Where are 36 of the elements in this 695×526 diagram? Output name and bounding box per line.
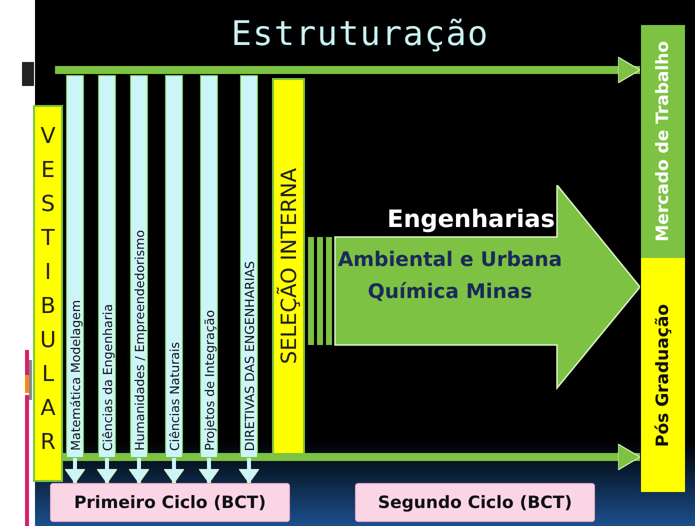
label-text: Humanidades / Empreendedorismo — [132, 230, 146, 451]
label-text: Ciências Naturais — [166, 342, 182, 451]
label-text: Mercado de Trabalho — [653, 41, 673, 242]
label-text: VESTIBULAR — [36, 124, 60, 464]
arrow — [63, 444, 640, 470]
label-text: Pós Graduação — [653, 304, 673, 446]
arrow — [164, 458, 184, 484]
label-text: Ciências da Engenharia — [100, 304, 114, 451]
cycle-box — [355, 483, 595, 522]
subject-column — [240, 75, 258, 458]
subject-column — [165, 75, 183, 458]
label-text: Projetos de Integração — [202, 310, 216, 451]
subject-column — [66, 75, 84, 458]
selection-bar — [272, 78, 305, 455]
label-text: Matemática Modelagem — [68, 300, 82, 451]
title: Estruturação — [230, 14, 490, 54]
cycle-box — [50, 483, 290, 522]
arrow — [128, 458, 150, 484]
arrow — [64, 458, 86, 484]
outcome-box — [641, 258, 685, 492]
label-text: Primeiro Ciclo (BCT) — [74, 492, 266, 512]
arrow — [55, 56, 640, 84]
subject-column — [130, 75, 148, 458]
list-text: Ambiental e Urbana Química Minas — [336, 246, 564, 305]
arrow-shape — [306, 185, 640, 390]
arrow — [238, 458, 260, 484]
subject-column — [200, 75, 218, 458]
arrow — [96, 458, 118, 484]
outcome-box — [641, 25, 685, 258]
arrow — [198, 458, 220, 484]
label-text: Segundo Ciclo (BCT) — [378, 492, 572, 512]
subject-column — [98, 75, 116, 458]
entrance-bar — [33, 105, 63, 482]
heading: Engenharias — [386, 205, 556, 233]
label-text: DIRETIVAS DAS ENGENHARIAS — [242, 260, 256, 451]
label-text: SELEÇÃO INTERNA — [276, 168, 300, 365]
